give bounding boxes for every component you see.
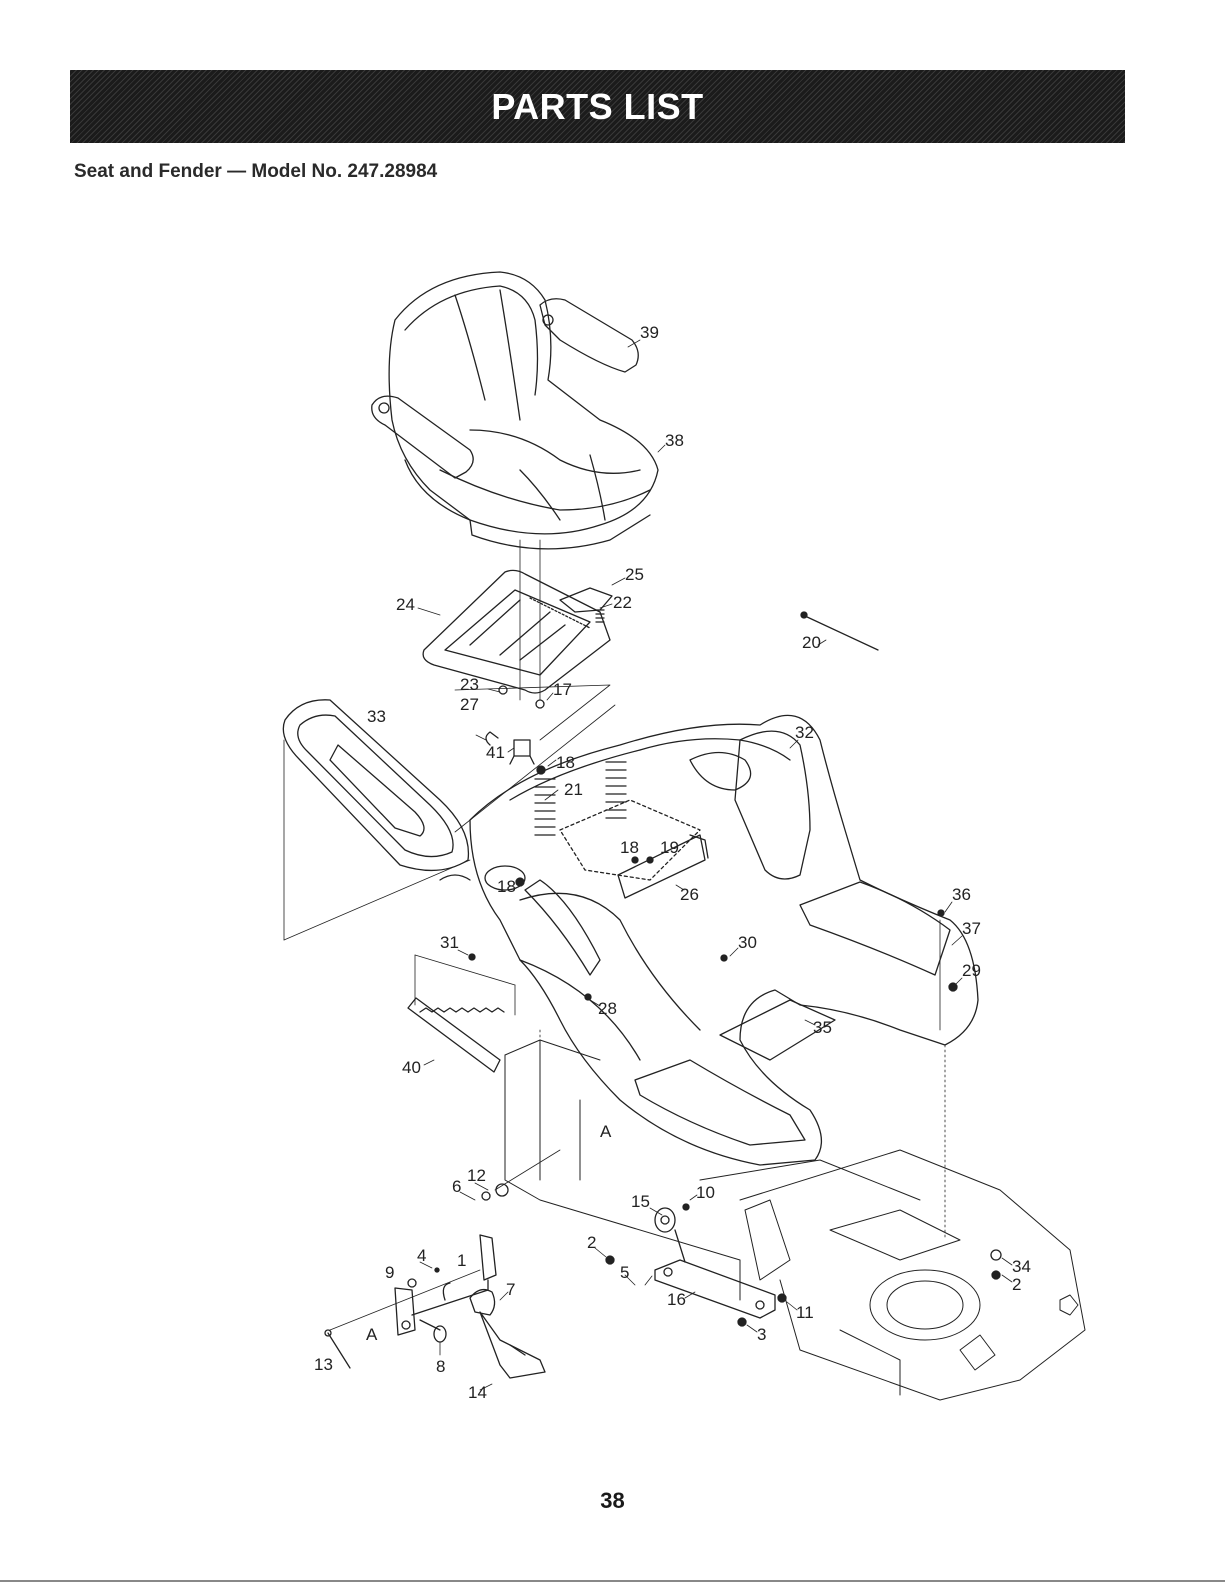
fender-drawing	[440, 715, 978, 1165]
callout-8: 8	[436, 1357, 445, 1376]
callout-18-top: 18	[556, 753, 575, 772]
callout-5: 5	[620, 1263, 629, 1282]
callout-1: 1	[457, 1251, 466, 1270]
callout-36: 36	[952, 885, 971, 904]
callout-40: 40	[402, 1058, 421, 1077]
callout-19: 19	[660, 838, 679, 857]
callout-22: 22	[613, 593, 632, 612]
callout-16: 16	[667, 1290, 686, 1309]
callout-18-left: 18	[497, 877, 516, 896]
callout-34: 34	[1012, 1257, 1031, 1276]
page-number: 38	[0, 1488, 1225, 1514]
callout-10: 10	[696, 1183, 715, 1202]
callout-6: 6	[452, 1177, 461, 1196]
callout-37: 37	[962, 919, 981, 938]
callout-7: 7	[506, 1280, 515, 1299]
callout-35: 35	[813, 1018, 832, 1037]
callout-33: 33	[367, 707, 386, 726]
callout-3: 3	[757, 1325, 766, 1344]
callout-26: 26	[680, 885, 699, 904]
callout-4: 4	[417, 1246, 426, 1265]
callout-15: 15	[631, 1192, 650, 1211]
callout-28: 28	[598, 999, 617, 1018]
callout-20: 20	[802, 633, 821, 652]
callout-30: 30	[738, 933, 757, 952]
fasteners-drawing	[408, 766, 1001, 1326]
callout-17: 17	[553, 680, 572, 699]
callout-39: 39	[640, 323, 659, 342]
bottom-rule	[0, 1580, 1225, 1582]
seat-pan-drawing	[423, 570, 612, 693]
handle-plate-drawing	[408, 998, 504, 1072]
callout-A-upper: A	[600, 1122, 612, 1141]
callout-21: 21	[564, 780, 583, 799]
callout-11: 11	[796, 1303, 814, 1322]
callout-2-left: 2	[587, 1233, 596, 1252]
callout-2-right: 2	[1012, 1275, 1021, 1294]
seat-drawing	[372, 272, 658, 549]
callout-38: 38	[665, 431, 684, 450]
callout-41: 41	[486, 743, 505, 762]
callout-25: 25	[625, 565, 644, 584]
callout-24: 24	[396, 595, 415, 614]
lever-drawing	[325, 1235, 545, 1378]
callout-23: 23	[460, 675, 479, 694]
callout-9: 9	[385, 1263, 394, 1282]
callout-A-lower: A	[366, 1325, 378, 1344]
callout-29: 29	[962, 961, 981, 980]
frame-drawing	[505, 1040, 1085, 1400]
callout-14: 14	[468, 1383, 487, 1402]
callout-12: 12	[467, 1166, 486, 1185]
callout-13: 13	[314, 1355, 333, 1374]
callout-31: 31	[440, 933, 459, 952]
callout-18-right: 18	[620, 838, 639, 857]
callout-32: 32	[795, 723, 814, 742]
callout-27: 27	[460, 695, 479, 714]
